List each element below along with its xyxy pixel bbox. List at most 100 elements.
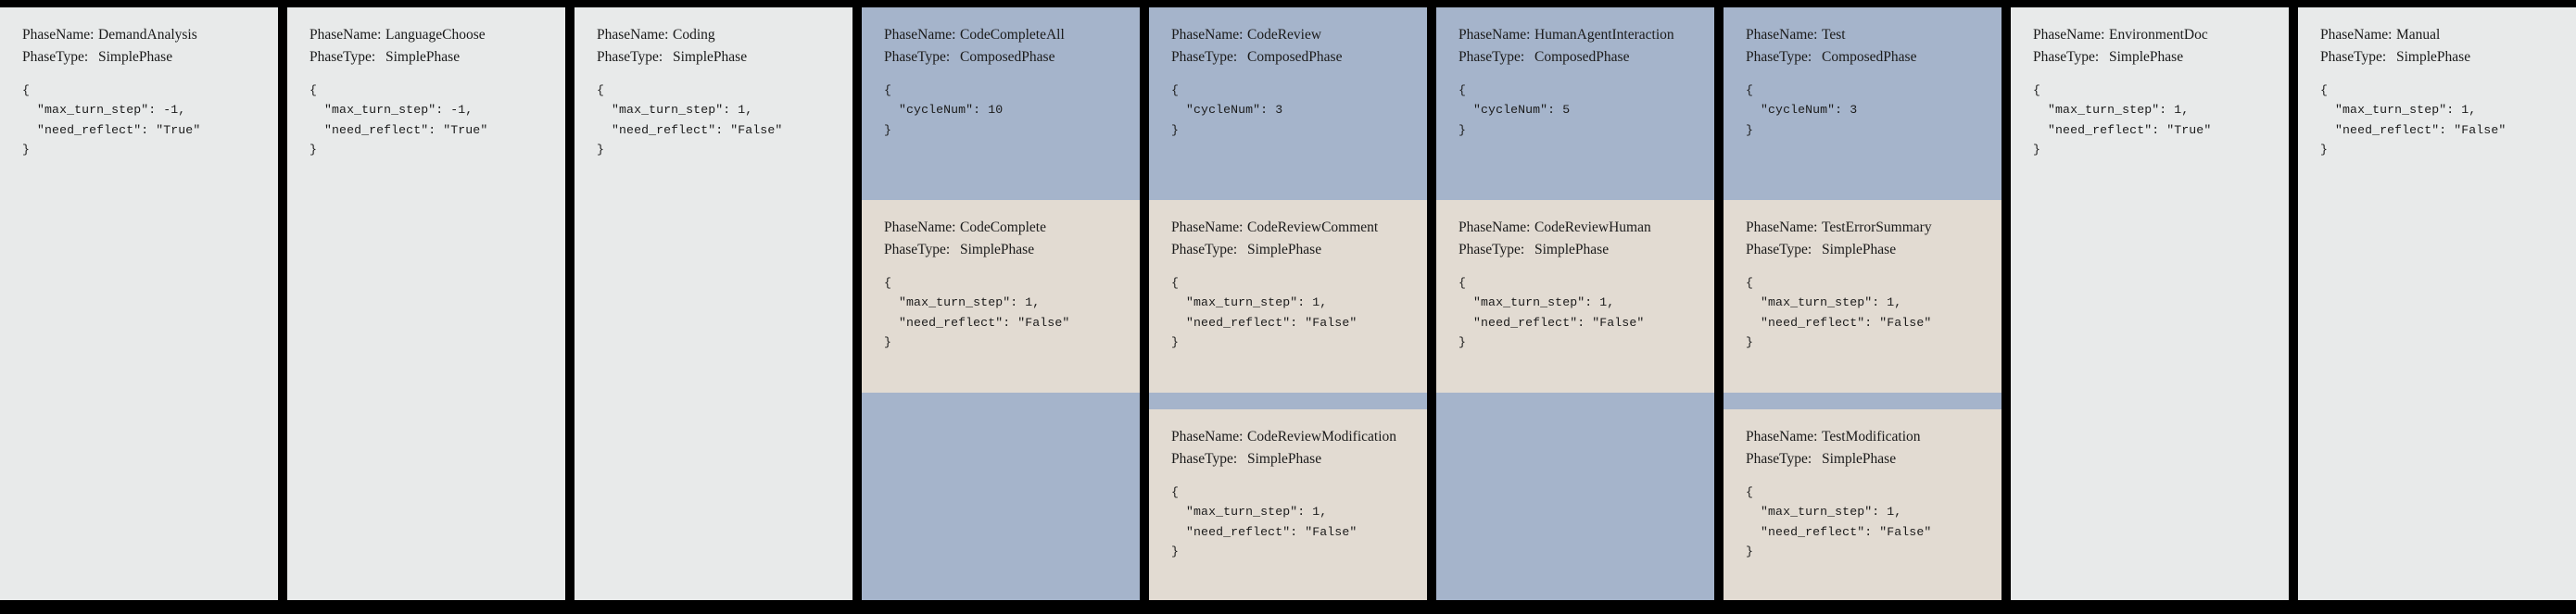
phase-meta-row: PhaseType:SimplePhase [1171,239,1427,261]
phase-type-label: PhaseType: [1746,241,1812,257]
phase-config-json: { "max_turn_step": -1, "need_reflect": "… [309,83,488,157]
phase-meta-row: PhaseName:CodeReviewComment [1171,217,1427,239]
phase-name-value: CodeReviewComment [1247,219,1379,235]
phase-config-json: { "max_turn_step": 1, "need_reflect": "F… [2320,83,2507,157]
phase-config-json: { "cycleNum": 5 } [1458,83,1571,137]
phase-name-label: PhaseName: [1171,219,1244,235]
phase-meta-row: PhaseType:SimplePhase [1171,448,1427,470]
phase-name-value: CodeReviewModification [1247,429,1396,445]
phase-name-value: DemandAnalysis [98,27,197,43]
phase-type-value: SimplePhase [385,48,461,65]
phase-meta-row: PhaseType:SimplePhase [2033,46,2289,69]
phase-type-value: ComposedPhase [1534,48,1630,65]
phase-type-value: ComposedPhase [960,48,1055,65]
phase-meta-row: PhaseName:LanguageChoose [309,24,565,46]
phase-name-value: TestErrorSummary [1822,219,1932,235]
phase-config-json: { "max_turn_step": 1, "need_reflect": "F… [1746,485,1932,559]
phase-config-json: { "cycleNum": 10 } [884,83,1004,137]
phase-type-value: SimplePhase [98,48,173,65]
phase-meta-row: PhaseName:HumanAgentInteraction [1458,24,1714,46]
composed-phase-filler [1436,393,1714,600]
phase-meta-row: PhaseType: ComposedPhase [1746,46,2001,69]
phase-meta-row: PhaseType: SimplePhase [22,46,278,69]
phase-name-label: PhaseName: [1746,27,1818,43]
phase-meta-row: PhaseName:Coding [597,24,852,46]
phase-type-label: PhaseType: [1458,241,1525,257]
phase-type-label: PhaseType: [597,48,663,65]
phase-type-value: SimplePhase [960,241,1035,257]
phase-type-label: PhaseType: [1458,48,1525,65]
phase-meta-row: PhaseName:Test [1746,24,2001,46]
phase-name-label: PhaseName: [1458,27,1531,43]
phase-config-json: { "max_turn_step": 1, "need_reflect": "F… [884,276,1070,350]
phase-name-value: CodeCompleteAll [960,27,1065,43]
phase-meta-row: PhaseType: SimplePhase [1458,239,1714,261]
phase-type-label: PhaseType: [1171,48,1238,65]
phase-type-value: SimplePhase [1822,241,1897,257]
phase-meta-row: PhaseType: ComposedPhase [1458,46,1714,69]
phase-name-label: PhaseName: [309,27,382,43]
phase-meta-row: PhaseName:CodeReviewHuman [1458,217,1714,239]
phase-name-value: Coding [673,27,715,43]
phase-name-value: Manual [2396,27,2441,43]
phase-type-value: SimplePhase [1822,450,1897,467]
phase-name-value: CodeReviewHuman [1534,219,1651,235]
phase-config-json: { "cycleNum": 3 } [1746,83,1858,137]
phase-name-label: PhaseName: [2033,27,2105,43]
phase-type-value: SimplePhase [1534,241,1610,257]
phase-type-value: SimplePhase [1247,241,1322,257]
phase-type-value: ComposedPhase [1822,48,1917,65]
phase-name-value: CodeComplete [960,219,1046,235]
phase-meta-row: PhaseName:TestErrorSummary [1746,217,2001,239]
composed-phase-filler [862,393,1140,600]
phase-config-json: { "max_turn_step": 1, "need_reflect": "F… [1746,276,1932,350]
phase-type-value: SimplePhase [2396,48,2471,65]
phase-meta-row: PhaseName:CodeReviewModification [1171,426,1427,448]
phase-meta-row: PhaseName:CodeCompleteAll [884,24,1140,46]
phase-meta-row: PhaseName:TestModification [1746,426,2001,448]
phase-name-label: PhaseName: [22,27,95,43]
phase-config-json: { "max_turn_step": 1, "need_reflect": "F… [1171,485,1357,559]
phase-name-label: PhaseName: [1458,219,1531,235]
phase-name-label: PhaseName: [884,219,956,235]
phase-type-label: PhaseType: [22,48,89,65]
phase-type-label: PhaseType: [1746,450,1812,467]
phase-type-label: PhaseType: [1746,48,1812,65]
phase-config-json: { "max_turn_step": 1, "need_reflect": "F… [597,83,783,157]
phase-name-value: CodeReview [1247,27,1322,43]
composed-phase-divider [1724,393,2001,409]
